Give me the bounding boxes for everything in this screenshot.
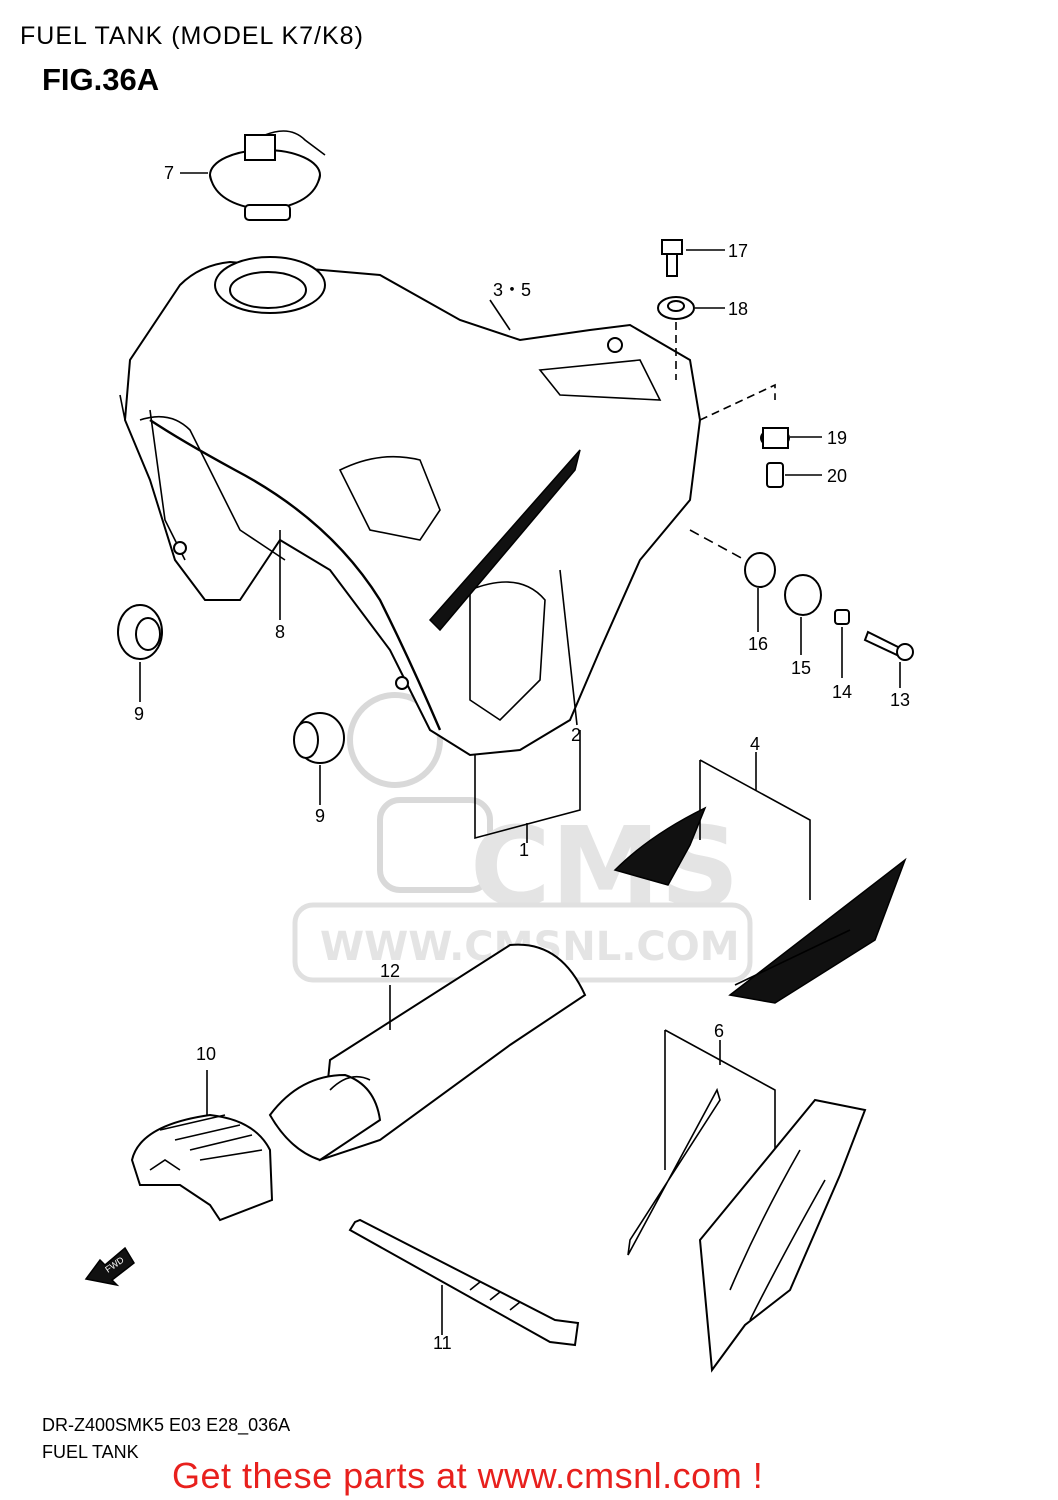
callout-10: 10 [196,1044,216,1064]
washer-14-part [834,609,850,625]
callout-13: 13 [890,690,910,710]
cushion-9a-part [117,604,163,660]
diagram-title: FUEL TANK (MODEL K7/K8) [20,22,364,50]
callout-14: 14 [832,682,852,702]
model-code: DR-Z400SMK5 E03 E28_036A [42,1415,291,1435]
bolt-17-part [661,239,683,277]
callout-15: 15 [791,658,811,678]
cable-tie-11-part [348,1218,580,1347]
collar-20-part [766,462,784,488]
fuel-cap-part [209,130,326,221]
callout-17: 17 [728,241,748,261]
grommet-19-part [760,427,790,449]
cushion-15-part [784,574,822,616]
callout-2: 2 [571,725,581,745]
callout-16: 16 [748,634,768,654]
callout-19: 19 [827,428,847,448]
callout-9-bottom: 9 [315,806,325,826]
washer-18-part [657,296,695,320]
callout-3-5: 3・5 [493,280,531,300]
promo-link[interactable]: Get these parts at www.cmsnl.com ! [172,1455,764,1496]
section-name: FUEL TANK [42,1442,139,1462]
callout-4: 4 [750,734,760,754]
callout-8: 8 [275,622,285,642]
figure-number: FIG.36A [42,62,160,97]
watermark: CMS WWW.CMSNL.COM [292,567,753,983]
callout-12: 12 [380,961,400,981]
protector-10-part [130,1113,274,1222]
sleeve-12-part [268,943,587,1162]
callout-1: 1 [519,840,529,860]
callout-6: 6 [714,1021,724,1041]
callout-7: 7 [164,163,174,183]
fuel-tank-part [119,256,702,757]
cushion-16-part [744,552,776,588]
callout-20: 20 [827,466,847,486]
bolt-13-part [863,630,914,661]
callout-11: 11 [433,1333,452,1353]
callout-9-top: 9 [134,704,144,724]
callout-18: 18 [728,299,748,319]
cushion-9b-part [293,712,345,764]
fwd-arrow-icon: FWD [84,1246,135,1287]
